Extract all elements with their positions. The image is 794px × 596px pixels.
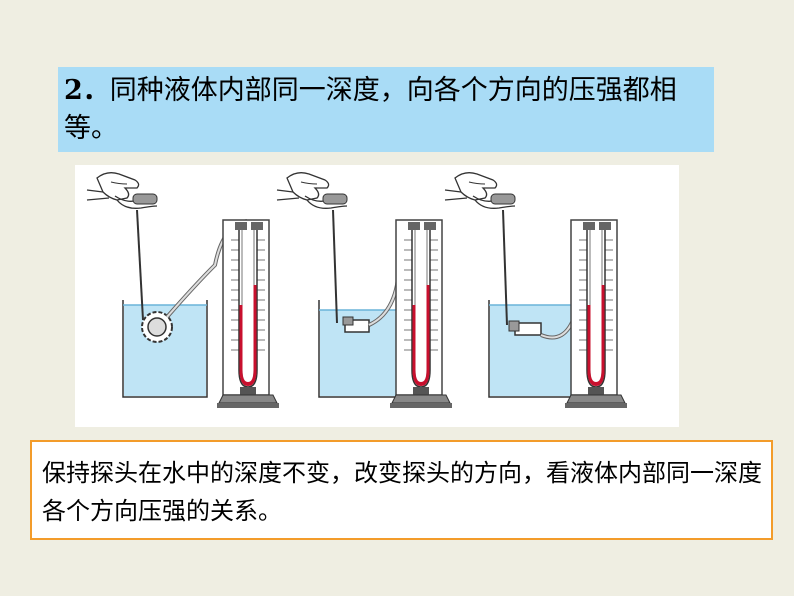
- setup-probe-downward: [444, 172, 628, 409]
- heading-box: 2．同种液体内部同一深度，向各个方向的压强都相等。: [58, 67, 714, 152]
- caption-text: 保持探头在水中的深度不变，改变探头的方向，看液体内部同一深度各个方向压强的关系。: [42, 459, 762, 525]
- heading-text: 同种液体内部同一深度，向各个方向的压强都相等。: [64, 75, 677, 144]
- setup-probe-upward: [276, 172, 453, 409]
- heading-number: 2．: [64, 75, 110, 106]
- caption-box: 保持探头在水中的深度不变，改变探头的方向，看液体内部同一深度各个方向压强的关系。: [30, 440, 773, 540]
- setup-probe-sideways: [86, 172, 280, 409]
- experiment-figure: [75, 165, 679, 427]
- experiment-illustration: [86, 172, 628, 409]
